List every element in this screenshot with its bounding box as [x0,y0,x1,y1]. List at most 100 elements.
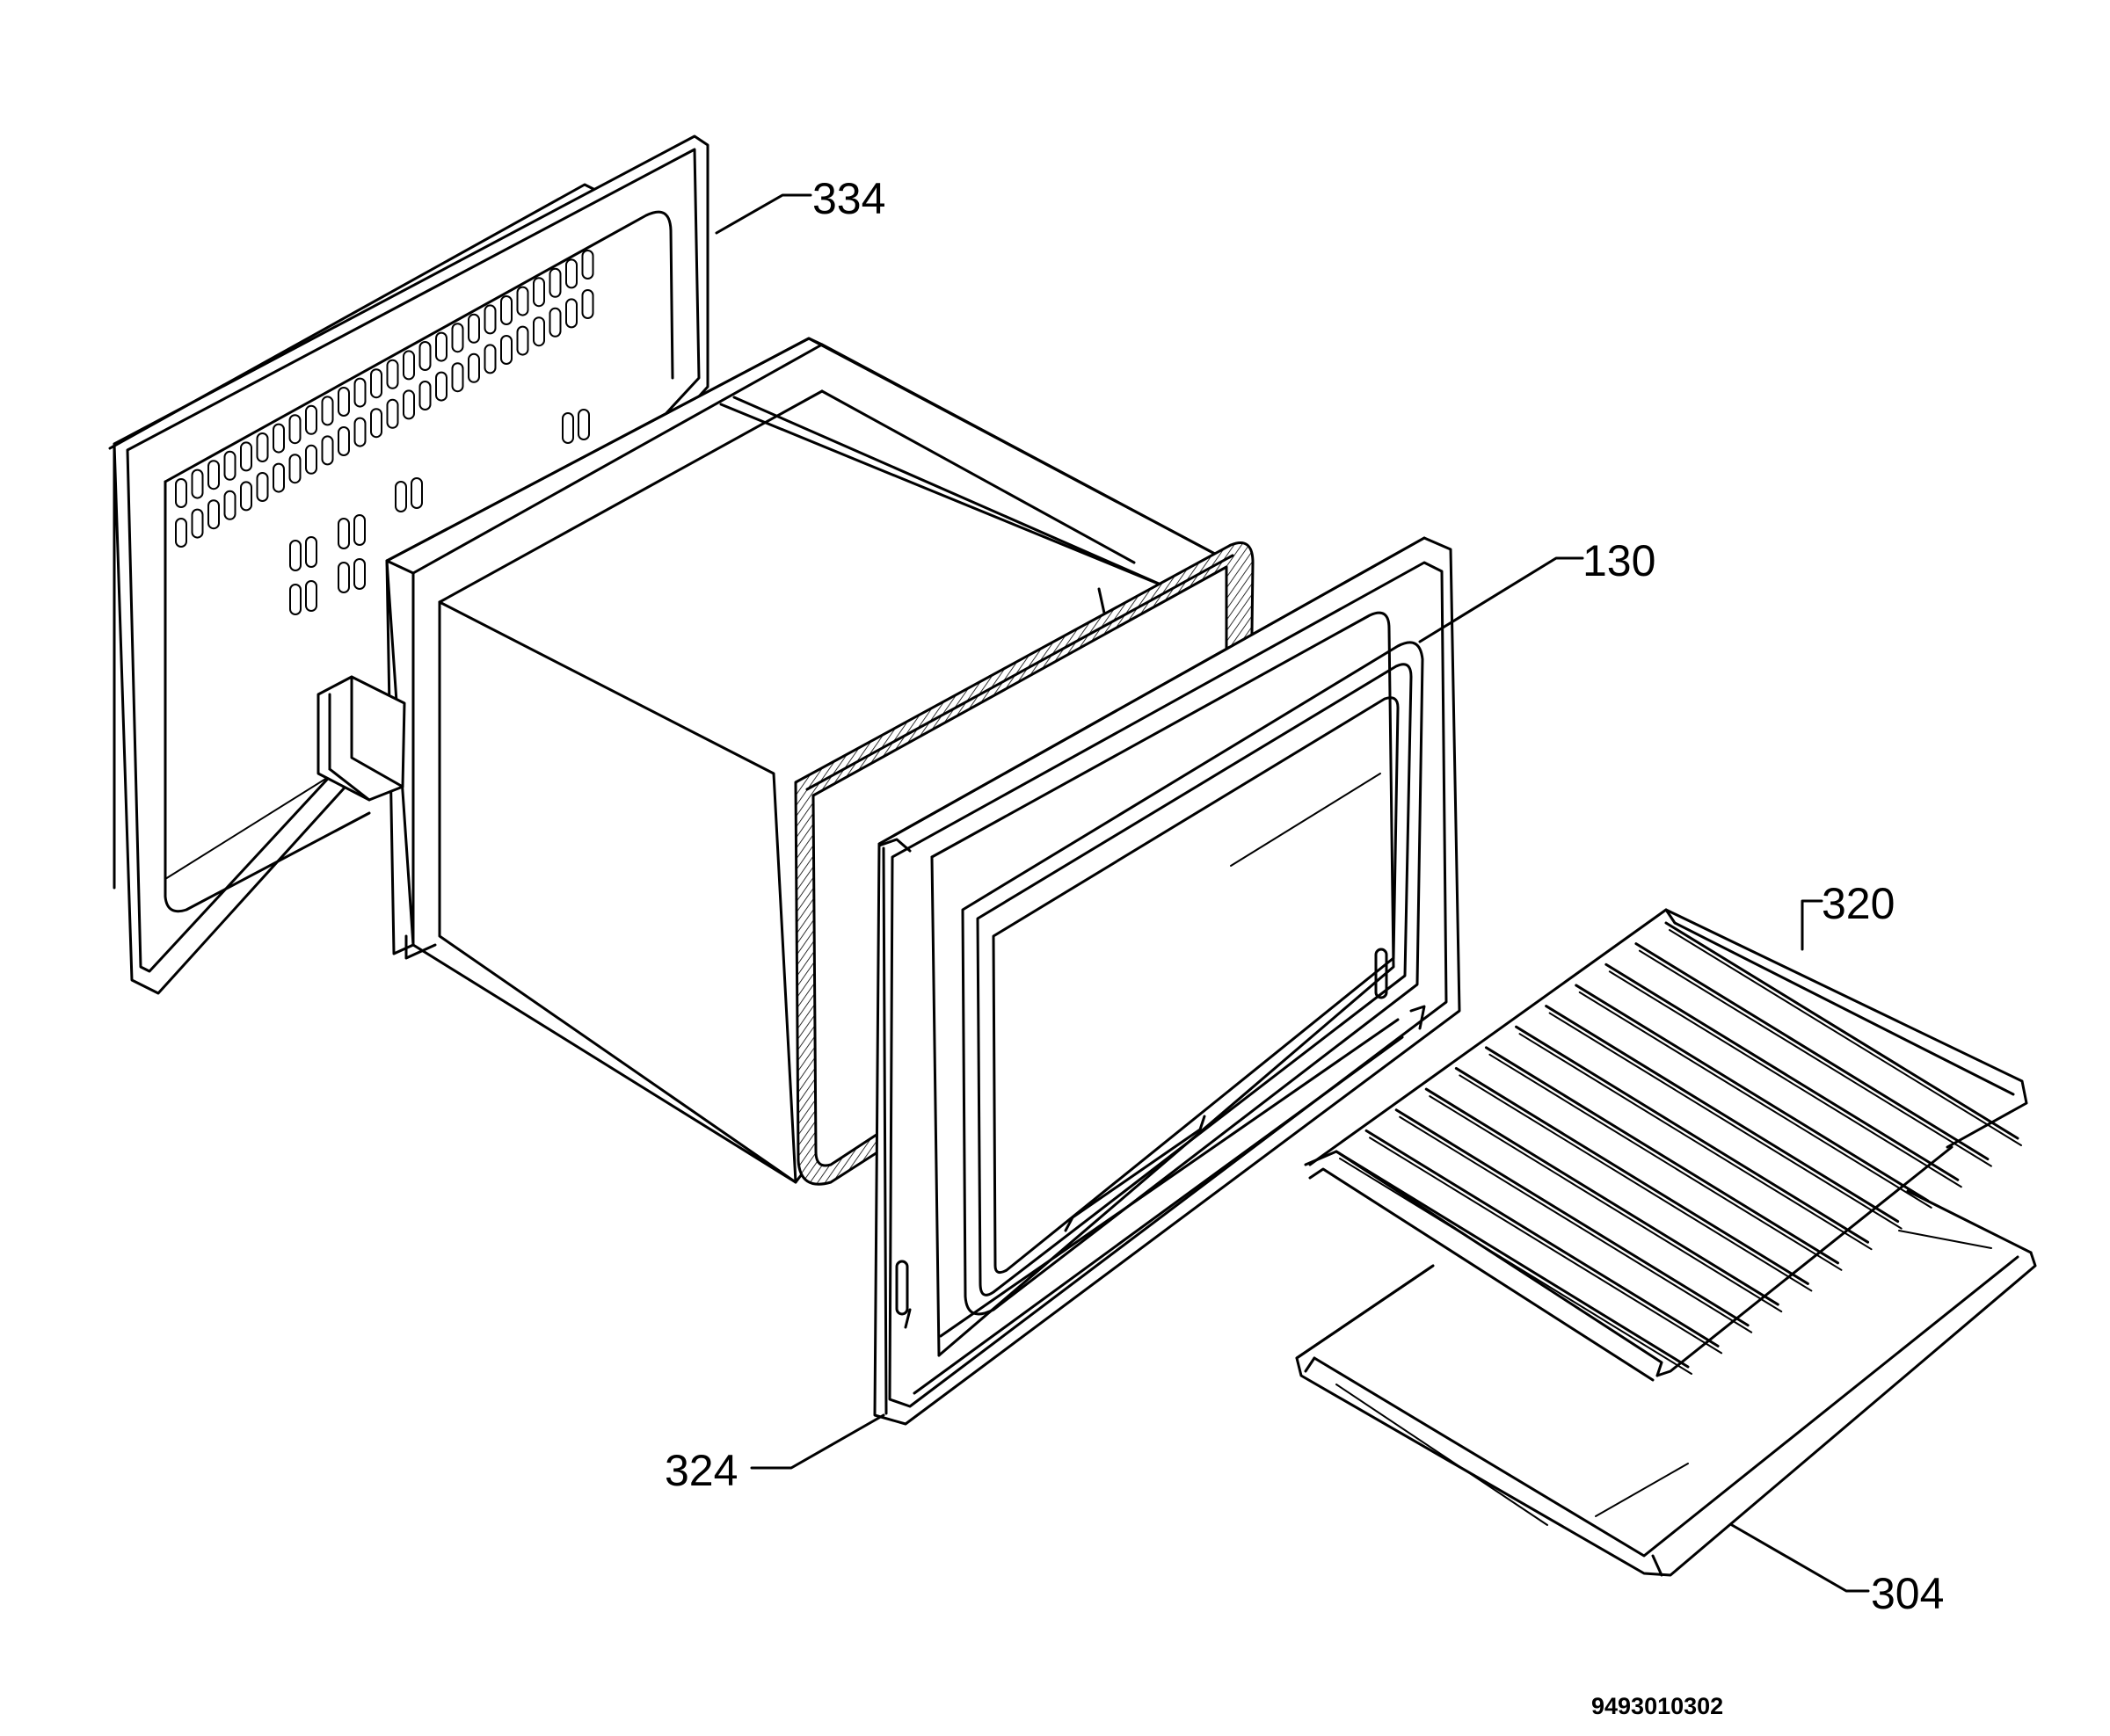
vent-slot [223,490,236,520]
vent-slot [516,325,529,356]
vent-slot [353,417,367,447]
shelf-rod [1394,1108,1750,1327]
leader-lines [715,193,1870,1593]
vent-slot [288,414,302,445]
shelf-rod [1638,949,1992,1167]
vent-slot [191,508,204,539]
shelf-rod [1545,1005,1900,1224]
vent-slot [338,562,350,593]
vent-slot [386,398,399,429]
vent-slot [468,313,480,344]
vent-slot [353,558,366,590]
vent-slot [175,478,187,508]
vent-slot [338,387,350,417]
vent-slot [370,368,382,399]
vent-slot [549,267,562,298]
vent-slot [175,518,187,548]
vent-slot [353,514,366,546]
vent-slot [223,450,236,481]
shelf-rod [1369,1137,1723,1355]
vent-slot [273,462,285,493]
shelf-rod [1664,921,2019,1140]
shelf-rod [1575,984,1930,1202]
leader-320 [1801,899,1823,951]
shelf-rod [1364,1129,1720,1347]
shelf-rod [1515,1025,1870,1244]
vent-slot [305,580,317,612]
vent-slot [451,323,464,353]
vent-slot [207,460,220,490]
front-frame [873,536,1461,1426]
vent-slot [386,359,399,389]
vent-slot [370,408,382,439]
wire-shelf [1304,908,2028,1382]
vent-slot [562,412,574,444]
vent-slot [418,381,432,410]
vent-slot [305,404,317,435]
shelf-rod [1399,1115,1753,1333]
vent-slot [484,344,497,374]
shelf-rod [1484,1046,1839,1265]
vent-slot [451,362,464,393]
vent-slot [289,540,302,571]
leader-304 [1730,1523,1870,1593]
vent-slot [288,454,302,484]
vent-slot [256,472,269,502]
vent-slot [338,426,350,456]
shelf-rod [1335,1150,1690,1369]
vent-slot [403,350,415,381]
vent-slot [581,250,594,280]
callout-320: 320 [1822,879,1895,928]
vent-slot [500,295,513,325]
vent-slot [516,286,529,316]
shelf-rod [1459,1074,1813,1292]
document-number: 9493010302 [1591,1693,1723,1719]
vent-slot [533,316,545,347]
shelf-rod [1454,1066,1809,1285]
vent-slot [321,435,334,466]
callout-304: 304 [1871,1569,1944,1618]
vent-slot [273,423,285,454]
vent-slot [565,258,578,289]
vent-slot [435,371,447,402]
shelf-rod [1669,929,2022,1146]
vent-slot [191,469,204,499]
vent-slot [418,341,432,371]
leader-324 [750,1413,885,1470]
shelf-rod [1424,1087,1779,1306]
glass-panel [961,641,1424,1316]
shelf-rod [1339,1158,1692,1375]
vent-slot [500,335,513,365]
vent-slot [395,481,407,512]
callout-334: 334 [812,174,885,223]
shelf-rods [1335,921,2022,1375]
callout-130: 130 [1582,536,1655,585]
shelf-rod [1604,962,1960,1181]
vent-slot [338,518,350,549]
vent-slot [484,304,497,335]
vent-slot [305,444,317,475]
vent-slot [435,331,447,362]
vent-slot [353,377,367,408]
vent-slot [289,584,302,615]
oven-cavity [316,337,1241,1184]
vent-slot [549,307,562,338]
vent-slots [175,250,594,615]
shelf-rod [1488,1053,1843,1271]
leader-130 [1418,556,1584,643]
leader-334 [715,193,812,235]
vent-slot [321,396,334,426]
shelf-rod [1608,970,1962,1188]
vent-slot [256,432,269,462]
vent-slot [305,536,317,568]
vent-slot [581,289,594,319]
baking-tray [1295,1189,2037,1577]
shelf-rod [1634,942,1990,1161]
vent-slot [533,277,545,308]
callout-324: 324 [665,1446,738,1495]
vent-slot [240,441,252,472]
vent-slot [240,481,252,512]
shelf-rod [1548,1012,1903,1230]
vent-slot [468,352,480,383]
